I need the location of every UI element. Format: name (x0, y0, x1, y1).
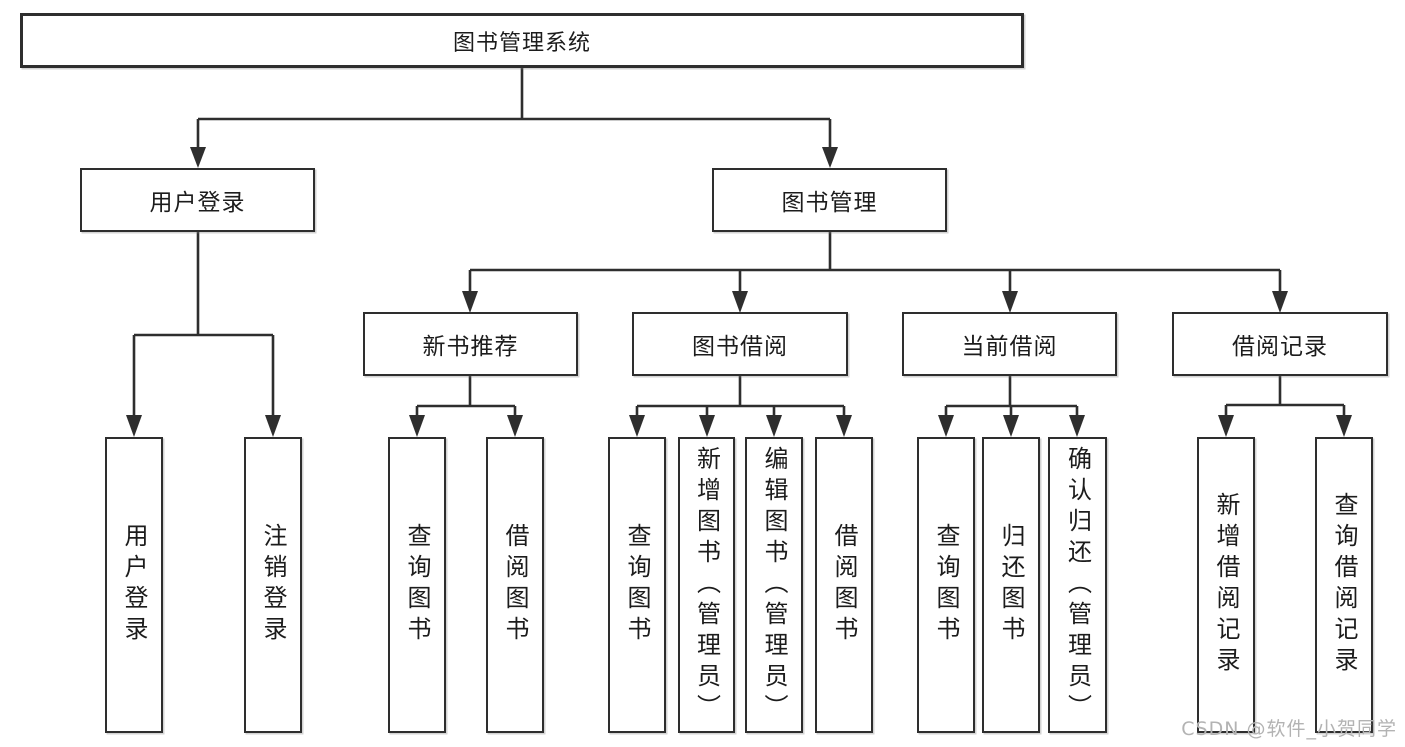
arrowhead (126, 415, 142, 437)
arrowhead (938, 415, 954, 437)
arrowhead (1272, 291, 1288, 313)
connector-borrow-record (1224, 376, 1346, 418)
arrowhead (1218, 415, 1234, 437)
node-label: 新增借阅记录 (1212, 492, 1240, 678)
arrowhead (507, 415, 523, 437)
leaf-borrow-book: 借阅图书 (815, 437, 873, 733)
node-label: 归还图书 (997, 523, 1025, 647)
node-label: 借阅图书 (501, 523, 529, 647)
node-label: 用户登录 (149, 190, 246, 216)
leaf-logout: 注销登录 (244, 437, 302, 733)
arrowhead (1336, 415, 1352, 437)
arrowhead (1069, 415, 1085, 437)
connector-new-book-recommend (415, 376, 517, 418)
leaf-query-book: 查询图书 (388, 437, 446, 733)
node-label: 编辑图书（管理员） (760, 445, 788, 725)
arrowhead (190, 147, 206, 168)
arrowhead (1003, 415, 1019, 437)
node-label: 图书借阅 (692, 334, 788, 360)
arrowhead (766, 415, 782, 437)
leaf-query-borrow-record: 查询借阅记录 (1315, 437, 1373, 733)
node-new-book-recommend: 新书推荐 (363, 312, 578, 376)
node-label: 当前借阅 (961, 334, 1058, 360)
connector-root (196, 68, 832, 149)
node-book-management: 图书管理 (712, 168, 947, 232)
leaf-query-book: 查询图书 (917, 437, 975, 733)
arrowhead (699, 415, 715, 437)
leaf-add-borrow-record: 新增借阅记录 (1197, 437, 1255, 733)
node-label: 借阅记录 (1232, 334, 1328, 360)
node-label: 查询图书 (932, 523, 960, 647)
node-label: 查询图书 (403, 523, 431, 647)
node-current-borrow: 当前借阅 (902, 312, 1117, 376)
arrowhead (822, 147, 838, 168)
arrowhead (732, 291, 748, 313)
leaf-add-book-admin: 新增图书（管理员） (678, 437, 735, 733)
node-user-login: 用户登录 (80, 168, 315, 232)
arrowhead (265, 415, 281, 437)
arrowhead (836, 415, 852, 437)
node-label: 确认归还（管理员） (1063, 445, 1092, 725)
leaf-confirm-return-admin: 确认归还（管理员） (1048, 437, 1107, 733)
node-borrow-record: 借阅记录 (1172, 312, 1388, 376)
connector-user-login (132, 232, 275, 418)
node-label: 查询图书 (623, 523, 651, 647)
leaf-query-book: 查询图书 (608, 437, 666, 733)
arrowhead (462, 291, 478, 313)
leaf-user-login: 用户登录 (105, 437, 163, 733)
node-label: 新书推荐 (422, 334, 519, 360)
node-label: 注销登录 (259, 523, 287, 647)
leaf-return-book: 归还图书 (982, 437, 1040, 733)
node-label: 用户登录 (120, 523, 148, 647)
node-label: 查询借阅记录 (1330, 492, 1358, 678)
connector-book-borrow (635, 376, 846, 418)
csdn-watermark: CSDN @软件_小贺同学 (1181, 718, 1397, 740)
arrowhead (629, 415, 645, 437)
node-label: 图书管理系统 (452, 30, 591, 56)
arrowhead (409, 415, 425, 437)
node-label: 新增图书（管理员） (692, 445, 721, 725)
arrowhead (1002, 291, 1018, 313)
node-book-borrow: 图书借阅 (632, 312, 848, 376)
leaf-borrow-book: 借阅图书 (486, 437, 544, 733)
node-library-management-system: 图书管理系统 (20, 13, 1024, 68)
node-label: 图书管理 (781, 190, 878, 216)
leaf-edit-book-admin: 编辑图书（管理员） (745, 437, 803, 733)
node-label: 借阅图书 (830, 523, 858, 647)
connector-book-management (468, 232, 1282, 294)
connector-current-borrow (944, 376, 1079, 418)
